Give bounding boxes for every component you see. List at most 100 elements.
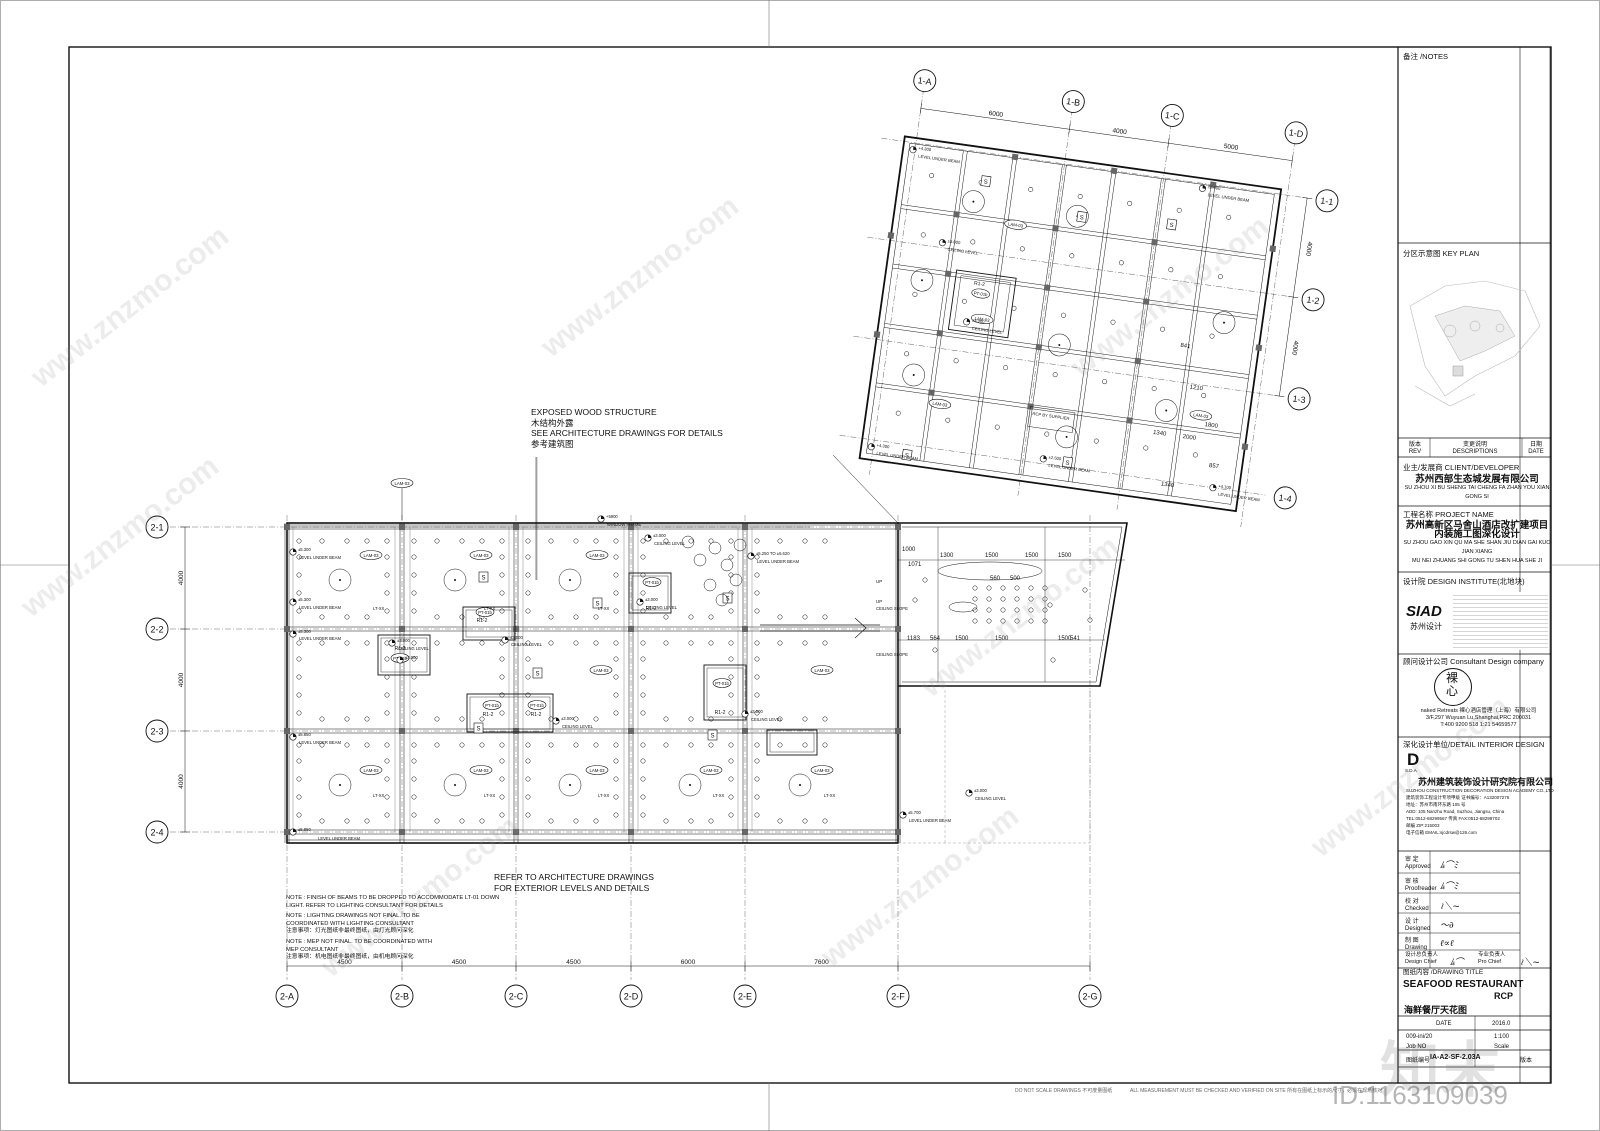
pendant-light <box>558 773 582 797</box>
grid-bubble-2-G-circle <box>1078 984 1102 1008</box>
downlight <box>640 758 646 764</box>
level-beam-label: LEVEL UNDER BEAM <box>299 740 341 745</box>
downlight <box>1028 187 1034 192</box>
exposed-wood-note: EXPOSED WOOD STRUCTURE 木结构外露 SEE ARCHITE… <box>531 407 723 449</box>
pendant-light <box>1055 425 1078 449</box>
lt-label: LT-XX <box>598 793 610 798</box>
downlight <box>754 812 760 818</box>
downlight <box>525 794 531 800</box>
downlight <box>479 640 485 646</box>
speaker-label: S <box>476 727 480 733</box>
beam-edge <box>1117 178 1162 489</box>
pt-box <box>462 606 516 641</box>
grid-bubble-2-B-circle <box>390 984 414 1008</box>
lam-tag: LAM-03 <box>593 668 609 673</box>
downlight <box>613 608 619 614</box>
downlight <box>822 742 828 748</box>
pendant-center <box>339 579 341 581</box>
downlight <box>434 614 440 620</box>
pt-box-inner <box>469 696 551 730</box>
downlight <box>972 596 978 602</box>
column <box>887 232 895 239</box>
downlight <box>1028 607 1034 613</box>
downlight <box>970 239 976 245</box>
pendant-center <box>689 784 691 786</box>
grid-bubble-2-2-circle <box>145 617 169 641</box>
pt-box-inner <box>706 667 744 718</box>
downlight <box>459 614 465 620</box>
downlight <box>1000 585 1006 591</box>
column <box>1269 245 1277 253</box>
downlight <box>1028 596 1034 602</box>
downlight <box>754 608 760 614</box>
speaker-label: S <box>1065 460 1070 467</box>
downlight <box>319 538 325 544</box>
signature-mark: ≀＼~ <box>1520 958 1540 968</box>
refer-architecture-note: REFER TO ARCHITECTURE DRAWINGS FOR EXTER… <box>494 872 654 893</box>
level-beam-label: LEVEL UNDER BEAM <box>757 559 799 564</box>
downlight <box>728 608 734 614</box>
downlight <box>411 656 417 662</box>
ceiling-level-label: CEILING LEVEL <box>947 246 979 255</box>
grid-bubble-2-D: 2-D <box>624 992 639 1002</box>
downlight <box>364 640 370 646</box>
downlight <box>802 538 808 544</box>
siad-cn: 苏州设计 <box>1410 622 1442 631</box>
downlight <box>613 758 619 764</box>
grid-bubble-1-D-circle <box>1284 121 1308 145</box>
lam-tag: LAM-03 <box>974 316 990 323</box>
dim-tick <box>1291 155 1294 166</box>
ceiling-slope-label: CEILING SLOPE <box>876 652 908 657</box>
downlight <box>525 554 531 560</box>
rcp-box <box>1027 406 1076 433</box>
beam-edge <box>1171 186 1216 497</box>
downlight <box>640 554 646 560</box>
speaker-label: S <box>595 602 599 608</box>
pendant-light <box>443 773 467 797</box>
pt-box <box>766 729 818 756</box>
ceiling-level-label: CEILING LEVEL <box>646 605 678 610</box>
level-value: ±3.000 <box>947 238 961 245</box>
downlight <box>499 674 505 680</box>
pt-tag: PT-01b <box>715 681 729 686</box>
plant-symbol <box>703 578 717 592</box>
downlight <box>728 742 734 748</box>
level-value: ±5.300 <box>298 547 311 552</box>
speaker-box <box>1062 456 1074 469</box>
annex-dim: 1500 <box>995 636 1009 642</box>
lam-tag: LAM-03 <box>932 401 948 408</box>
lam-tag-ellipse <box>359 550 383 560</box>
lam-tag-ellipse <box>585 765 609 775</box>
downlight <box>708 716 714 722</box>
speaker-box <box>707 729 718 741</box>
level-value: ±3.000 <box>510 635 523 640</box>
ceiling-level-label: CEILING LEVEL <box>511 642 543 647</box>
downlight <box>1042 618 1048 624</box>
grid-bubble-1-B-circle <box>1061 90 1085 113</box>
level-value: +5900 <box>606 514 618 519</box>
pendant-light <box>328 568 352 592</box>
dim-text: 4000 <box>1112 127 1128 136</box>
column <box>944 270 952 278</box>
downlight <box>802 716 808 722</box>
downlight <box>319 716 325 722</box>
title-block-lines <box>1397 47 1551 1083</box>
downlight <box>777 818 783 824</box>
column <box>1151 238 1158 246</box>
column <box>399 728 405 734</box>
lam-tag: LAM-03 <box>473 553 489 558</box>
downlight <box>573 614 579 620</box>
key-plan-thumbnail <box>1409 280 1541 407</box>
downlight <box>688 818 694 824</box>
downlight <box>640 608 646 614</box>
signature-mark: 〜∂ <box>1440 921 1454 931</box>
speaker-label: S <box>725 597 729 603</box>
annex-dim: 1500 <box>955 636 969 642</box>
downlight <box>728 554 734 560</box>
lam-tag-ellipse <box>585 550 609 560</box>
downlight <box>344 742 350 748</box>
level-value: +4.300 <box>876 443 890 450</box>
speaker-box <box>478 571 489 583</box>
